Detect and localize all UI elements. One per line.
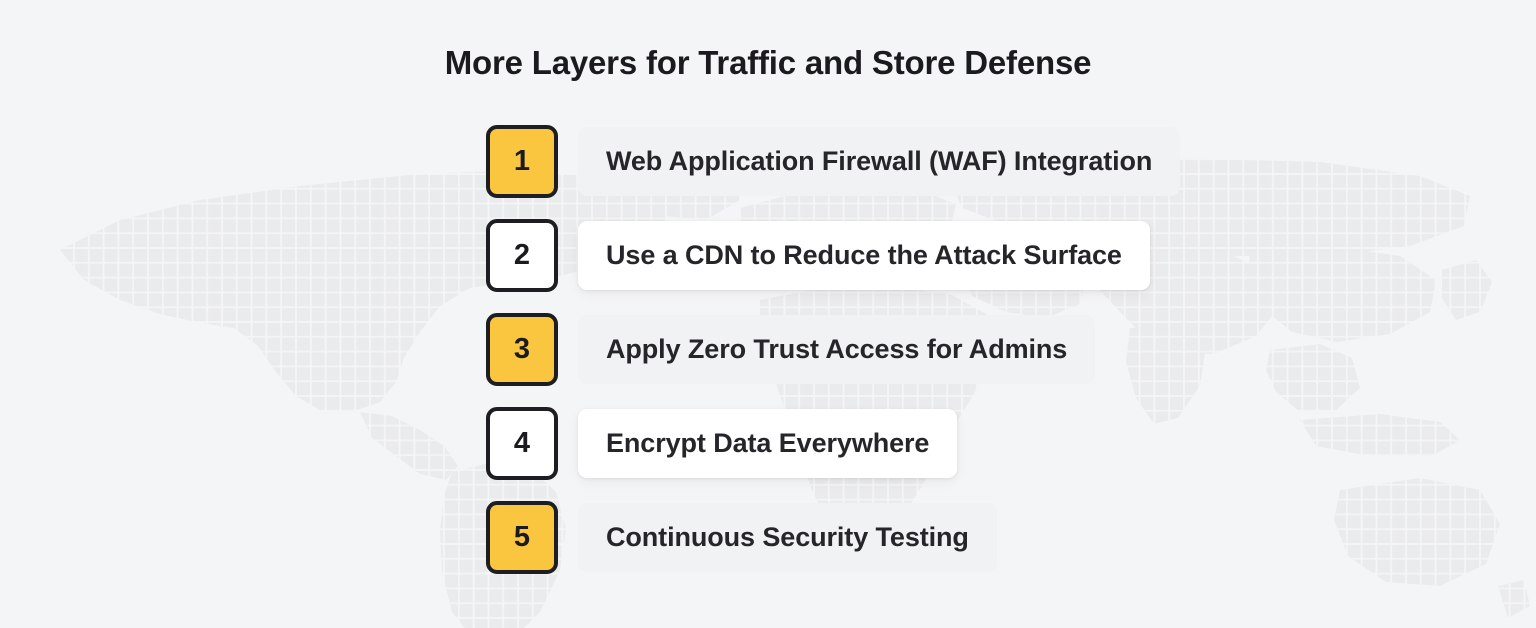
step-number-badge: 4 xyxy=(486,407,558,480)
step-number-badge: 2 xyxy=(486,219,558,292)
list-item[interactable]: 4 Encrypt Data Everywhere xyxy=(486,407,1180,480)
step-label: Web Application Firewall (WAF) Integrati… xyxy=(578,127,1181,196)
list-item[interactable]: 1 Web Application Firewall (WAF) Integra… xyxy=(486,125,1181,198)
defense-layers-list: 1 Web Application Firewall (WAF) Integra… xyxy=(486,125,1181,574)
step-number-badge: 3 xyxy=(486,313,558,386)
step-label: Apply Zero Trust Access for Admins xyxy=(578,315,1096,384)
page-title: More Layers for Traffic and Store Defens… xyxy=(444,44,1092,81)
list-item[interactable]: 3 Apply Zero Trust Access for Admins xyxy=(486,313,1180,386)
list-item[interactable]: 5 Continuous Security Testing xyxy=(486,501,1180,574)
step-label: Use a CDN to Reduce the Attack Surface xyxy=(578,221,1150,290)
step-number-badge: 5 xyxy=(486,501,558,574)
step-number-badge: 1 xyxy=(486,125,558,198)
step-label: Encrypt Data Everywhere xyxy=(578,409,958,478)
list-item[interactable]: 2 Use a CDN to Reduce the Attack Surface xyxy=(486,219,1180,292)
step-label: Continuous Security Testing xyxy=(578,503,997,572)
